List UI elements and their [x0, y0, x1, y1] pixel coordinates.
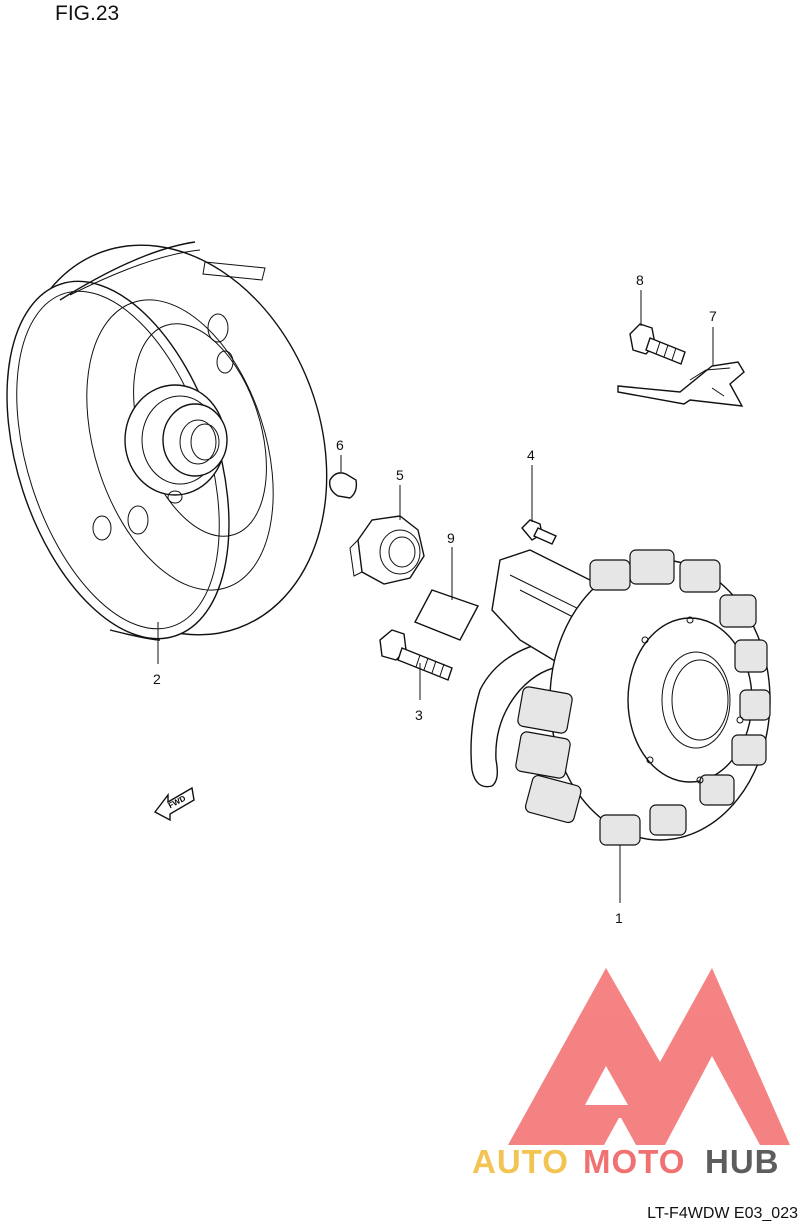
callout-1: 1 — [615, 910, 623, 926]
callout-4: 4 — [527, 447, 535, 463]
callout-6: 6 — [336, 437, 344, 453]
watermark-logo: AUTO MOTO HUB — [472, 968, 790, 1180]
figure-title: FIG.23 — [55, 2, 120, 25]
callout-5: 5 — [396, 467, 404, 483]
callout-8: 8 — [636, 272, 644, 288]
rotor-nut — [349, 515, 425, 585]
screw-4 — [521, 519, 557, 545]
callout-9: 9 — [447, 530, 455, 546]
woodruff-key — [328, 472, 358, 499]
callout-3: 3 — [415, 707, 423, 723]
bolt-3 — [379, 629, 453, 681]
fwd-direction-arrow: FWD — [153, 786, 195, 822]
logo-triangle-mark — [508, 968, 790, 1145]
leader-lines — [157, 290, 714, 903]
callout-7: 7 — [709, 308, 717, 324]
clamp-bracket-7 — [617, 361, 745, 407]
watermark-hub: HUB — [705, 1143, 780, 1180]
bolt-8 — [629, 323, 686, 365]
watermark-moto: MOTO — [583, 1143, 685, 1180]
stator-coil — [470, 549, 771, 846]
plate-9 — [414, 589, 480, 641]
watermark-auto: AUTO — [472, 1143, 569, 1180]
flywheel-rotor — [6, 241, 328, 641]
callout-2: 2 — [153, 671, 161, 687]
drawing-code: LT-F4WDW E03_023 — [647, 1205, 798, 1222]
callout-numbers: 1 2 3 4 5 6 7 8 9 — [153, 272, 717, 926]
